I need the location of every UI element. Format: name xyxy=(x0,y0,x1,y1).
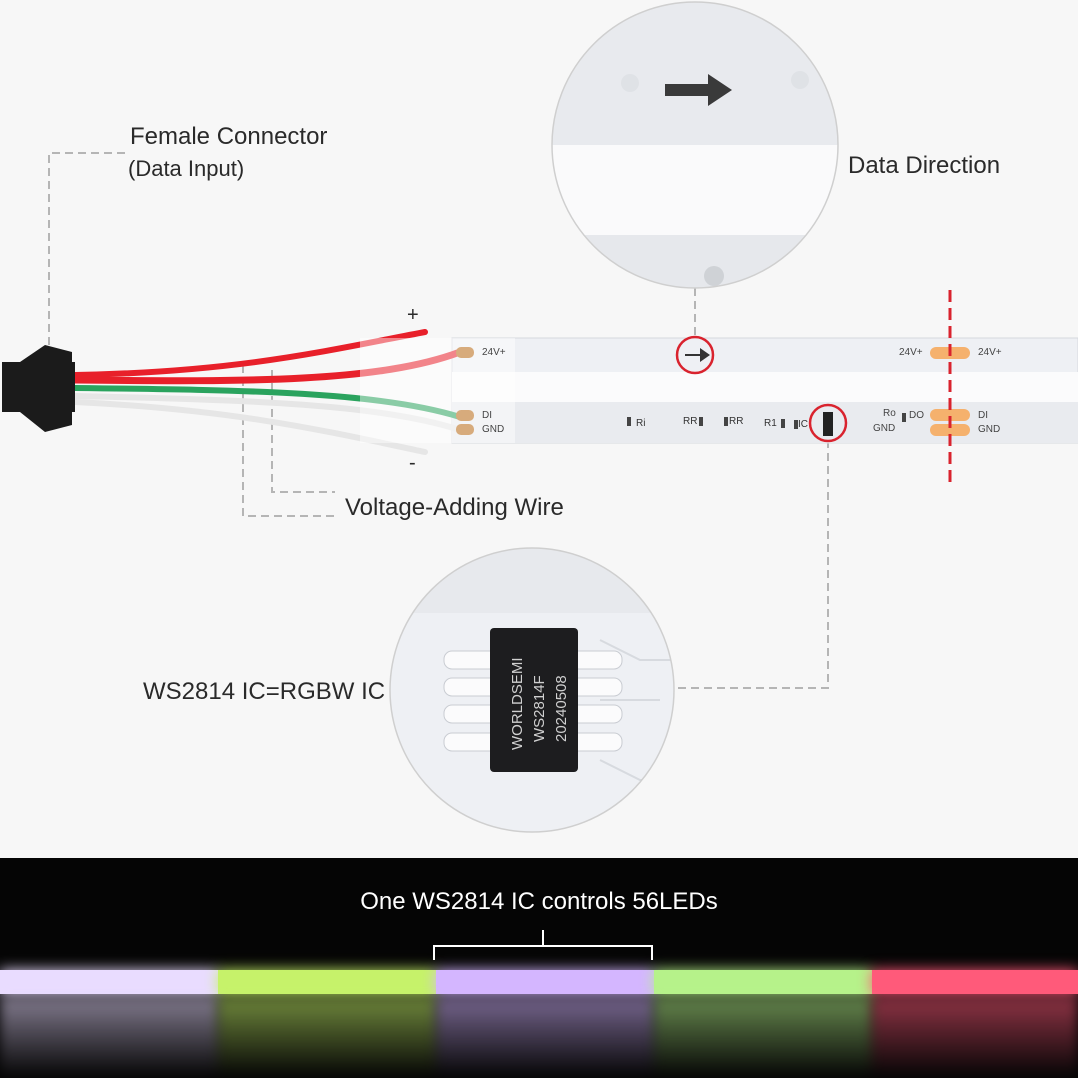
led-demo-title: One WS2814 IC controls 56LEDs xyxy=(360,888,718,915)
pad-label-gnd-mid: GND xyxy=(873,423,896,434)
strip-pcb xyxy=(452,402,1078,443)
pad-di-left xyxy=(456,410,474,421)
voltage-wire-label: Voltage-Adding Wire xyxy=(345,494,564,521)
component-label-ri: Ri xyxy=(636,418,646,429)
female-connector-label: Female Connector xyxy=(130,123,328,150)
led-glow-4 xyxy=(654,998,872,1078)
strip-direction-arrow-icon xyxy=(685,348,710,362)
leader-lines xyxy=(48,152,829,689)
strip-diffuser xyxy=(452,372,1078,402)
ic-label: WS2814 IC=RGBW IC xyxy=(143,678,386,705)
connector-body xyxy=(2,362,75,412)
arrow-highlight-circle xyxy=(675,335,715,375)
connector-leader xyxy=(48,152,125,345)
component-label-rr2: RR xyxy=(729,416,744,427)
voltage-leader-inner xyxy=(271,370,335,493)
pad-gnd-left xyxy=(456,424,474,435)
chip-text-2: WS2814F xyxy=(531,675,548,742)
direction-arrow-icon xyxy=(665,74,732,106)
pad-di-cut xyxy=(930,409,970,421)
cap-c xyxy=(794,420,798,429)
data-direction-label: Data Direction xyxy=(848,152,1001,179)
chip-text-1: WORLDSEMI xyxy=(509,657,526,750)
red-voltage-wire xyxy=(72,329,428,378)
pad-label-24v-b: 24V+ xyxy=(978,347,1002,358)
voltage-leader-outer xyxy=(242,365,335,517)
minus-sign: - xyxy=(409,452,416,474)
connector-latch-top xyxy=(20,345,72,362)
pad-24v-left xyxy=(456,347,474,358)
pad-label-gnd-left: GND xyxy=(482,424,505,435)
ic-chip-small xyxy=(823,412,833,436)
led-segment-4 xyxy=(654,970,872,994)
wiring-diagram: WORLDSEMI WS2814F 20240508 xyxy=(2,1,1078,833)
red-data-strip-wire xyxy=(71,348,464,385)
segment-bracket xyxy=(433,930,653,960)
white-voltage-wire xyxy=(72,399,428,455)
ic-leader xyxy=(678,440,829,689)
led-glow-5 xyxy=(872,998,1078,1078)
data-input-label: (Data Input) xyxy=(128,156,245,181)
green-data-wire xyxy=(72,385,463,420)
data-direction-magnifier xyxy=(551,1,839,289)
pad-label-ro: Ro xyxy=(883,408,896,419)
resistor-ro xyxy=(902,413,906,422)
led-demo-band: One WS2814 IC controls 56LEDs xyxy=(0,858,1078,1078)
component-label-r1: R1 xyxy=(764,418,777,429)
ic-magnifier: WORLDSEMI WS2814F 20240508 xyxy=(389,547,675,833)
pad-label-di-left: DI xyxy=(482,410,492,421)
connector-latch-bottom xyxy=(20,412,72,432)
led-glow-3 xyxy=(436,998,654,1078)
ws2814-chip xyxy=(490,628,578,772)
pad-label-24v-a: 24V+ xyxy=(899,347,923,358)
led-segment-1 xyxy=(0,970,218,994)
resistor-ri xyxy=(627,417,631,426)
led-segment-5 xyxy=(872,970,1078,994)
chip-pins xyxy=(443,650,623,752)
pad-label-24v-left: 24V+ xyxy=(482,347,506,358)
chip-text-3: 20240508 xyxy=(553,675,570,742)
led-segment-3 xyxy=(436,970,654,994)
resistor-r1 xyxy=(781,419,785,428)
pad-label-gnd-right: GND xyxy=(978,424,1001,435)
white-gnd-wire xyxy=(72,393,463,433)
smd-components xyxy=(627,412,906,436)
strip-pads xyxy=(456,347,970,436)
led-glow-2 xyxy=(218,998,436,1078)
led-strip xyxy=(451,337,1078,444)
female-connector xyxy=(2,345,75,432)
pad-label-di-right: DI xyxy=(978,410,988,421)
pad-label-do: DO xyxy=(909,410,924,421)
component-label-ic: IC xyxy=(798,419,808,430)
resistor-rr2 xyxy=(724,417,728,426)
plus-sign: + xyxy=(407,304,419,326)
resistor-rr1 xyxy=(699,417,703,426)
pad-gnd-cut xyxy=(930,424,970,436)
led-glow-1 xyxy=(0,998,218,1078)
ic-highlight-circle xyxy=(808,403,848,443)
component-label-rr1: RR xyxy=(683,416,698,427)
wires xyxy=(71,329,464,455)
end-cap xyxy=(360,338,515,443)
led-segment-2 xyxy=(218,970,436,994)
